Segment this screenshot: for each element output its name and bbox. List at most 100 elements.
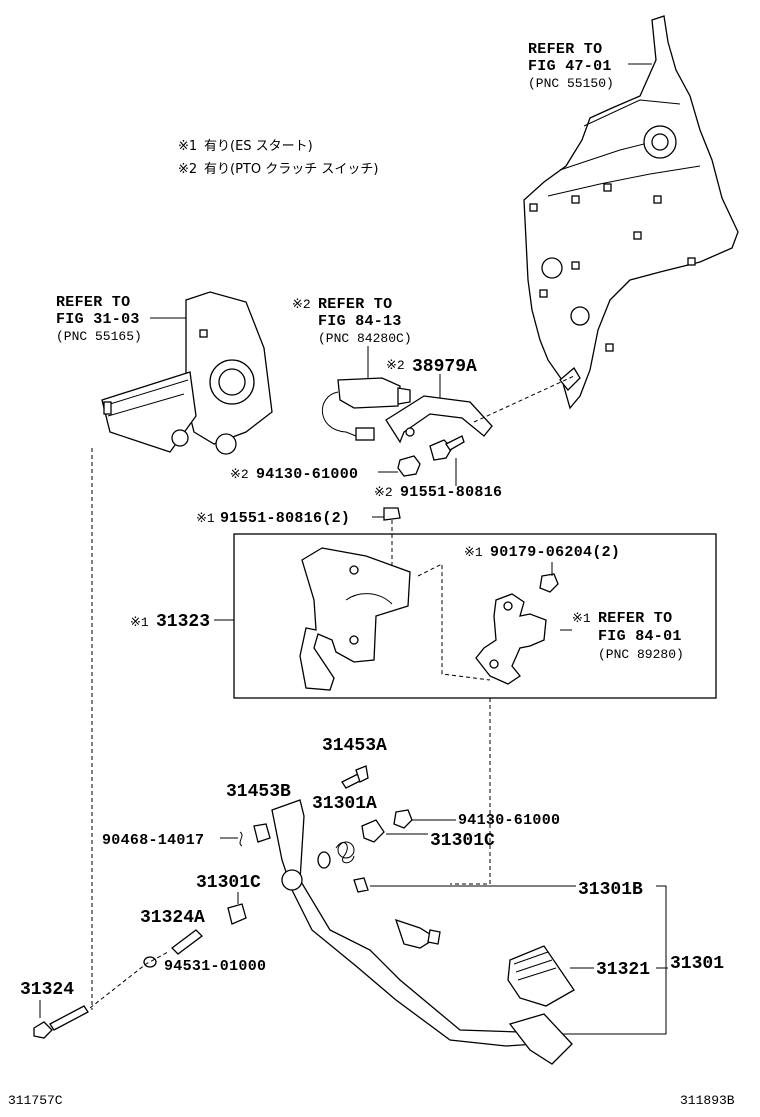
svg-text:31301C: 31301C (430, 831, 495, 851)
washer-94531 (143, 956, 157, 968)
svg-text:(PNC 89280): (PNC 89280) (598, 647, 684, 662)
label-91551-80816-a: ※2 91551-80816 (374, 484, 502, 501)
svg-text:REFER TO: REFER TO (318, 296, 392, 313)
label-31453a: 31453A (322, 736, 387, 756)
svg-text:※1: ※1 (130, 615, 149, 630)
svg-text:91551-80816: 91551-80816 (400, 484, 502, 501)
svg-text:31301C: 31301C (196, 873, 261, 893)
svg-text:※2: ※2 (230, 467, 249, 482)
svg-text:31453B: 31453B (226, 782, 291, 802)
svg-text:31324: 31324 (20, 980, 74, 1000)
svg-text:31301B: 31301B (578, 880, 643, 900)
note-1: ※1 有り(ES スタート) (178, 139, 313, 154)
svg-text:REFER TO: REFER TO (598, 610, 672, 627)
svg-text:31323: 31323 (156, 612, 210, 632)
ref-fig-31-03[interactable]: REFER TO FIG 31-03 (PNC 55165) (56, 294, 142, 344)
ref-fig-47-01[interactable]: REFER TO FIG 47-01 (PNC 55150) (528, 41, 614, 91)
label-31301: 31301 (670, 954, 724, 974)
bolt-31453a (341, 765, 369, 789)
pedal-pad-31321 (507, 945, 575, 1007)
svg-text:※2: ※2 (292, 297, 311, 312)
bolt-31324 (33, 1005, 89, 1039)
label-94531-01000: 94531-01000 (164, 958, 266, 975)
svg-text:94531-01000: 94531-01000 (164, 958, 266, 975)
svg-text:90179-06204(2): 90179-06204(2) (490, 544, 620, 561)
label-31301b: 31301B (578, 880, 643, 900)
label-31323: ※1 31323 (130, 612, 210, 632)
dashed-guide-bolt-31324 (89, 951, 169, 1009)
clip-90468 (239, 831, 243, 847)
spring-31301a (335, 841, 355, 864)
label-91551-80816-2: ※1 91551-80816(2) (196, 510, 350, 527)
svg-text:有り(PTO クラッチ スイッチ): 有り(PTO クラッチ スイッチ) (204, 162, 378, 177)
dashed-guide-bracket-to-panel (473, 375, 575, 423)
bushing-31453b (253, 823, 271, 843)
svg-text:38979A: 38979A (412, 357, 477, 377)
svg-text:31301A: 31301A (312, 794, 377, 814)
svg-text:※1: ※1 (178, 139, 197, 154)
bracket-31301 (540, 885, 667, 1035)
svg-text:(PNC 55150): (PNC 55150) (528, 76, 614, 91)
svg-text:※2: ※2 (386, 358, 405, 373)
dash-panel-part (523, 15, 739, 410)
label-94130-61000-b: 94130-61000 (458, 812, 560, 829)
svg-text:※1: ※1 (464, 545, 483, 560)
label-31301c-r: 31301C (430, 831, 495, 851)
bolt-91551-b (383, 507, 401, 521)
svg-text:94130-61000: 94130-61000 (458, 812, 560, 829)
footer-right-code: 311893B (680, 1093, 735, 1108)
svg-text:有り(ES スタート): 有り(ES スタート) (204, 139, 313, 154)
svg-text:REFER TO: REFER TO (528, 41, 602, 58)
switch-bracket-38979a (385, 395, 493, 444)
label-31301c-l: 31301C (196, 873, 261, 893)
dashed-guide-switch (417, 563, 491, 681)
label-31324: 31324 (20, 980, 74, 1000)
svg-text:31321: 31321 (596, 960, 650, 980)
bushing-31301c-r (361, 819, 385, 843)
svg-text:FIG 31-03: FIG 31-03 (56, 311, 140, 328)
svg-text:31453A: 31453A (322, 736, 387, 756)
bolt-91551-a (429, 435, 465, 461)
svg-text:※2: ※2 (178, 162, 197, 177)
dashed-guide-kit-to-pedal (450, 698, 491, 885)
svg-text:※1: ※1 (572, 611, 591, 626)
svg-text:FIG 84-13: FIG 84-13 (318, 313, 402, 330)
svg-text:90468-14017: 90468-14017 (102, 832, 204, 849)
nut-94130-a (397, 455, 421, 477)
nut-94130-b (393, 809, 413, 829)
label-38979a: ※2 38979A (386, 357, 477, 377)
svg-text:94130-61000: 94130-61000 (256, 466, 358, 483)
label-94130-61000-a: ※2 94130-61000 (230, 466, 358, 483)
bushing-31301c-l (227, 903, 247, 925)
nut-90179 (539, 573, 559, 593)
label-31324a: 31324A (140, 908, 205, 928)
pedal-arm-31301 (271, 799, 538, 1047)
svg-text:※2: ※2 (374, 485, 393, 500)
svg-text:FIG 47-01: FIG 47-01 (528, 58, 612, 75)
label-31321: 31321 (596, 960, 650, 980)
svg-text:FIG 84-01: FIG 84-01 (598, 628, 682, 645)
note-2: ※2 有り(PTO クラッチ スイッチ) (178, 162, 378, 177)
svg-text:REFER TO: REFER TO (56, 294, 130, 311)
starter-switch-part (475, 593, 547, 685)
svg-text:31324A: 31324A (140, 908, 205, 928)
footer-left-code: 311757C (8, 1093, 63, 1108)
pedal-plate (508, 1013, 573, 1065)
pin-31324a (171, 929, 203, 955)
svg-text:(PNC 55165): (PNC 55165) (56, 329, 142, 344)
ref-fig-84-01[interactable]: ※1 REFER TO FIG 84-01 (PNC 89280) (572, 610, 684, 662)
kit-31323-box (233, 533, 717, 699)
starter-bracket-part (299, 547, 411, 691)
svg-text:31301: 31301 (670, 954, 724, 974)
ref-fig-84-13[interactable]: ※2 REFER TO FIG 84-13 (PNC 84280C) (292, 296, 412, 346)
pedal-bracket-part (101, 291, 273, 455)
pto-switch-part (322, 377, 411, 441)
label-90468-14017: 90468-14017 (102, 832, 204, 849)
label-31453b: 31453B (226, 782, 291, 802)
svg-text:91551-80816(2): 91551-80816(2) (220, 510, 350, 527)
label-31301a: 31301A (312, 794, 377, 814)
svg-text:※1: ※1 (196, 511, 215, 526)
label-90179-06204-2: ※1 90179-06204(2) (464, 544, 620, 561)
svg-text:(PNC 84280C): (PNC 84280C) (318, 331, 412, 346)
